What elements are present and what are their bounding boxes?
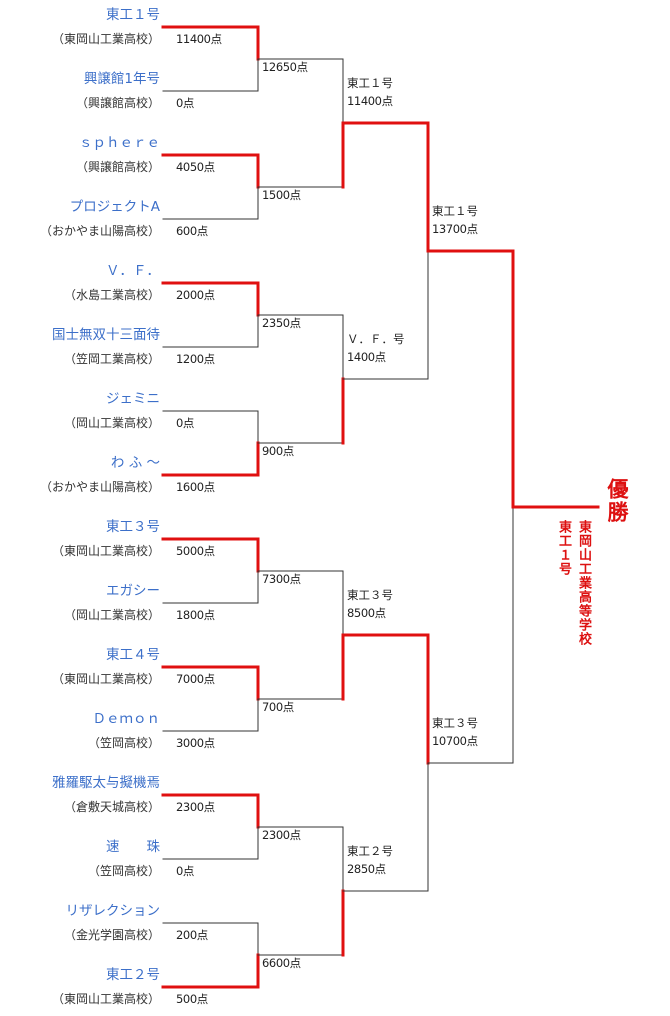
team-school: （おかやま山陽高校） [39, 480, 160, 494]
semifinal-score: 13700点 [432, 222, 478, 236]
team-name: 東工３号 [106, 519, 160, 535]
team-name: プロジェクトA [69, 199, 160, 215]
team-name: 東工２号 [106, 967, 160, 983]
team-score: 0点 [176, 864, 195, 878]
team-score: 0点 [176, 416, 195, 430]
round3-team: 東工２号 [347, 844, 393, 858]
team-name: 興譲館1年号 [83, 71, 160, 87]
team-score: 11400点 [176, 32, 222, 46]
team-school: （岡山工業高校） [63, 608, 160, 622]
team-name: Ｖ．Ｆ． [106, 263, 160, 279]
team-score: 3000点 [176, 736, 215, 750]
team-name: エガシー [106, 583, 160, 599]
round3-team: Ｖ．Ｆ．号 [347, 332, 405, 346]
round3-team: 東工１号 [347, 76, 393, 90]
team-school: （岡山工業高校） [63, 416, 160, 430]
team-school: （興譲館高校） [75, 160, 160, 174]
champion-title: 優勝 [605, 478, 629, 524]
team-score: 1800点 [176, 608, 215, 622]
round3-score: 2850点 [347, 862, 386, 876]
team-school: （東岡山工業高校） [51, 672, 160, 686]
team-name: 国士無双十三面待 [52, 327, 160, 343]
semifinal-team: 東工１号 [432, 204, 478, 218]
team-score: 2300点 [176, 800, 215, 814]
team-score: 600点 [176, 224, 208, 238]
team-score: 7000点 [176, 672, 215, 686]
team-score: 200点 [176, 928, 208, 942]
round2-score: 12650点 [262, 60, 308, 74]
team-score: 5000点 [176, 544, 215, 558]
team-score: 1200点 [176, 352, 215, 366]
team-score: 2000点 [176, 288, 215, 302]
team-school: （笠岡高校） [87, 736, 160, 750]
team-name: ジェミニ [106, 391, 160, 407]
team-school: （東岡山工業高校） [51, 992, 160, 1006]
round3-score: 8500点 [347, 606, 386, 620]
team-school: （笠岡高校） [87, 864, 160, 878]
team-name: わ ふ ～ [110, 455, 160, 471]
team-school: （東岡山工業高校） [51, 32, 160, 46]
team-score: 0点 [176, 96, 195, 110]
round2-score: 6600点 [262, 956, 301, 970]
team-score: 4050点 [176, 160, 215, 174]
round2-score: 2300点 [262, 828, 301, 842]
team-name: リザレクション [65, 903, 161, 919]
champion-team: 東工１号 [556, 520, 571, 576]
round2-score: 900点 [262, 444, 294, 458]
team-name: 速 珠 [106, 839, 160, 855]
round2-score: 2350点 [262, 316, 301, 330]
team-score: 1600点 [176, 480, 215, 494]
team-name: 東工４号 [106, 647, 160, 663]
team-name: ｓｐｈｅｒｅ [79, 135, 160, 151]
champion-school: 東岡山工業高等学校 [576, 520, 591, 646]
team-school: （笠岡工業高校） [63, 352, 160, 366]
team-school: （興譲館高校） [75, 96, 160, 110]
round3-score: 1400点 [347, 350, 386, 364]
team-school: （東岡山工業高校） [51, 544, 160, 558]
semifinal-team: 東工３号 [432, 716, 478, 730]
round3-team: 東工３号 [347, 588, 393, 602]
team-name: Ｄｅｍｏｎ [92, 711, 161, 727]
team-school: （金光学園高校） [63, 928, 160, 942]
team-school: （おかやま山陽高校） [39, 224, 160, 238]
round2-score: 700点 [262, 700, 294, 714]
team-school: （水島工業高校） [63, 288, 160, 302]
round3-score: 11400点 [347, 94, 393, 108]
round2-score: 7300点 [262, 572, 301, 586]
team-score: 500点 [176, 992, 208, 1006]
semifinal-score: 10700点 [432, 734, 478, 748]
team-school: （倉敷天城高校） [63, 800, 160, 814]
team-name: 東工１号 [106, 7, 160, 23]
round2-score: 1500点 [262, 188, 301, 202]
team-name: 雅羅駆太与擬機焉 [52, 775, 160, 791]
